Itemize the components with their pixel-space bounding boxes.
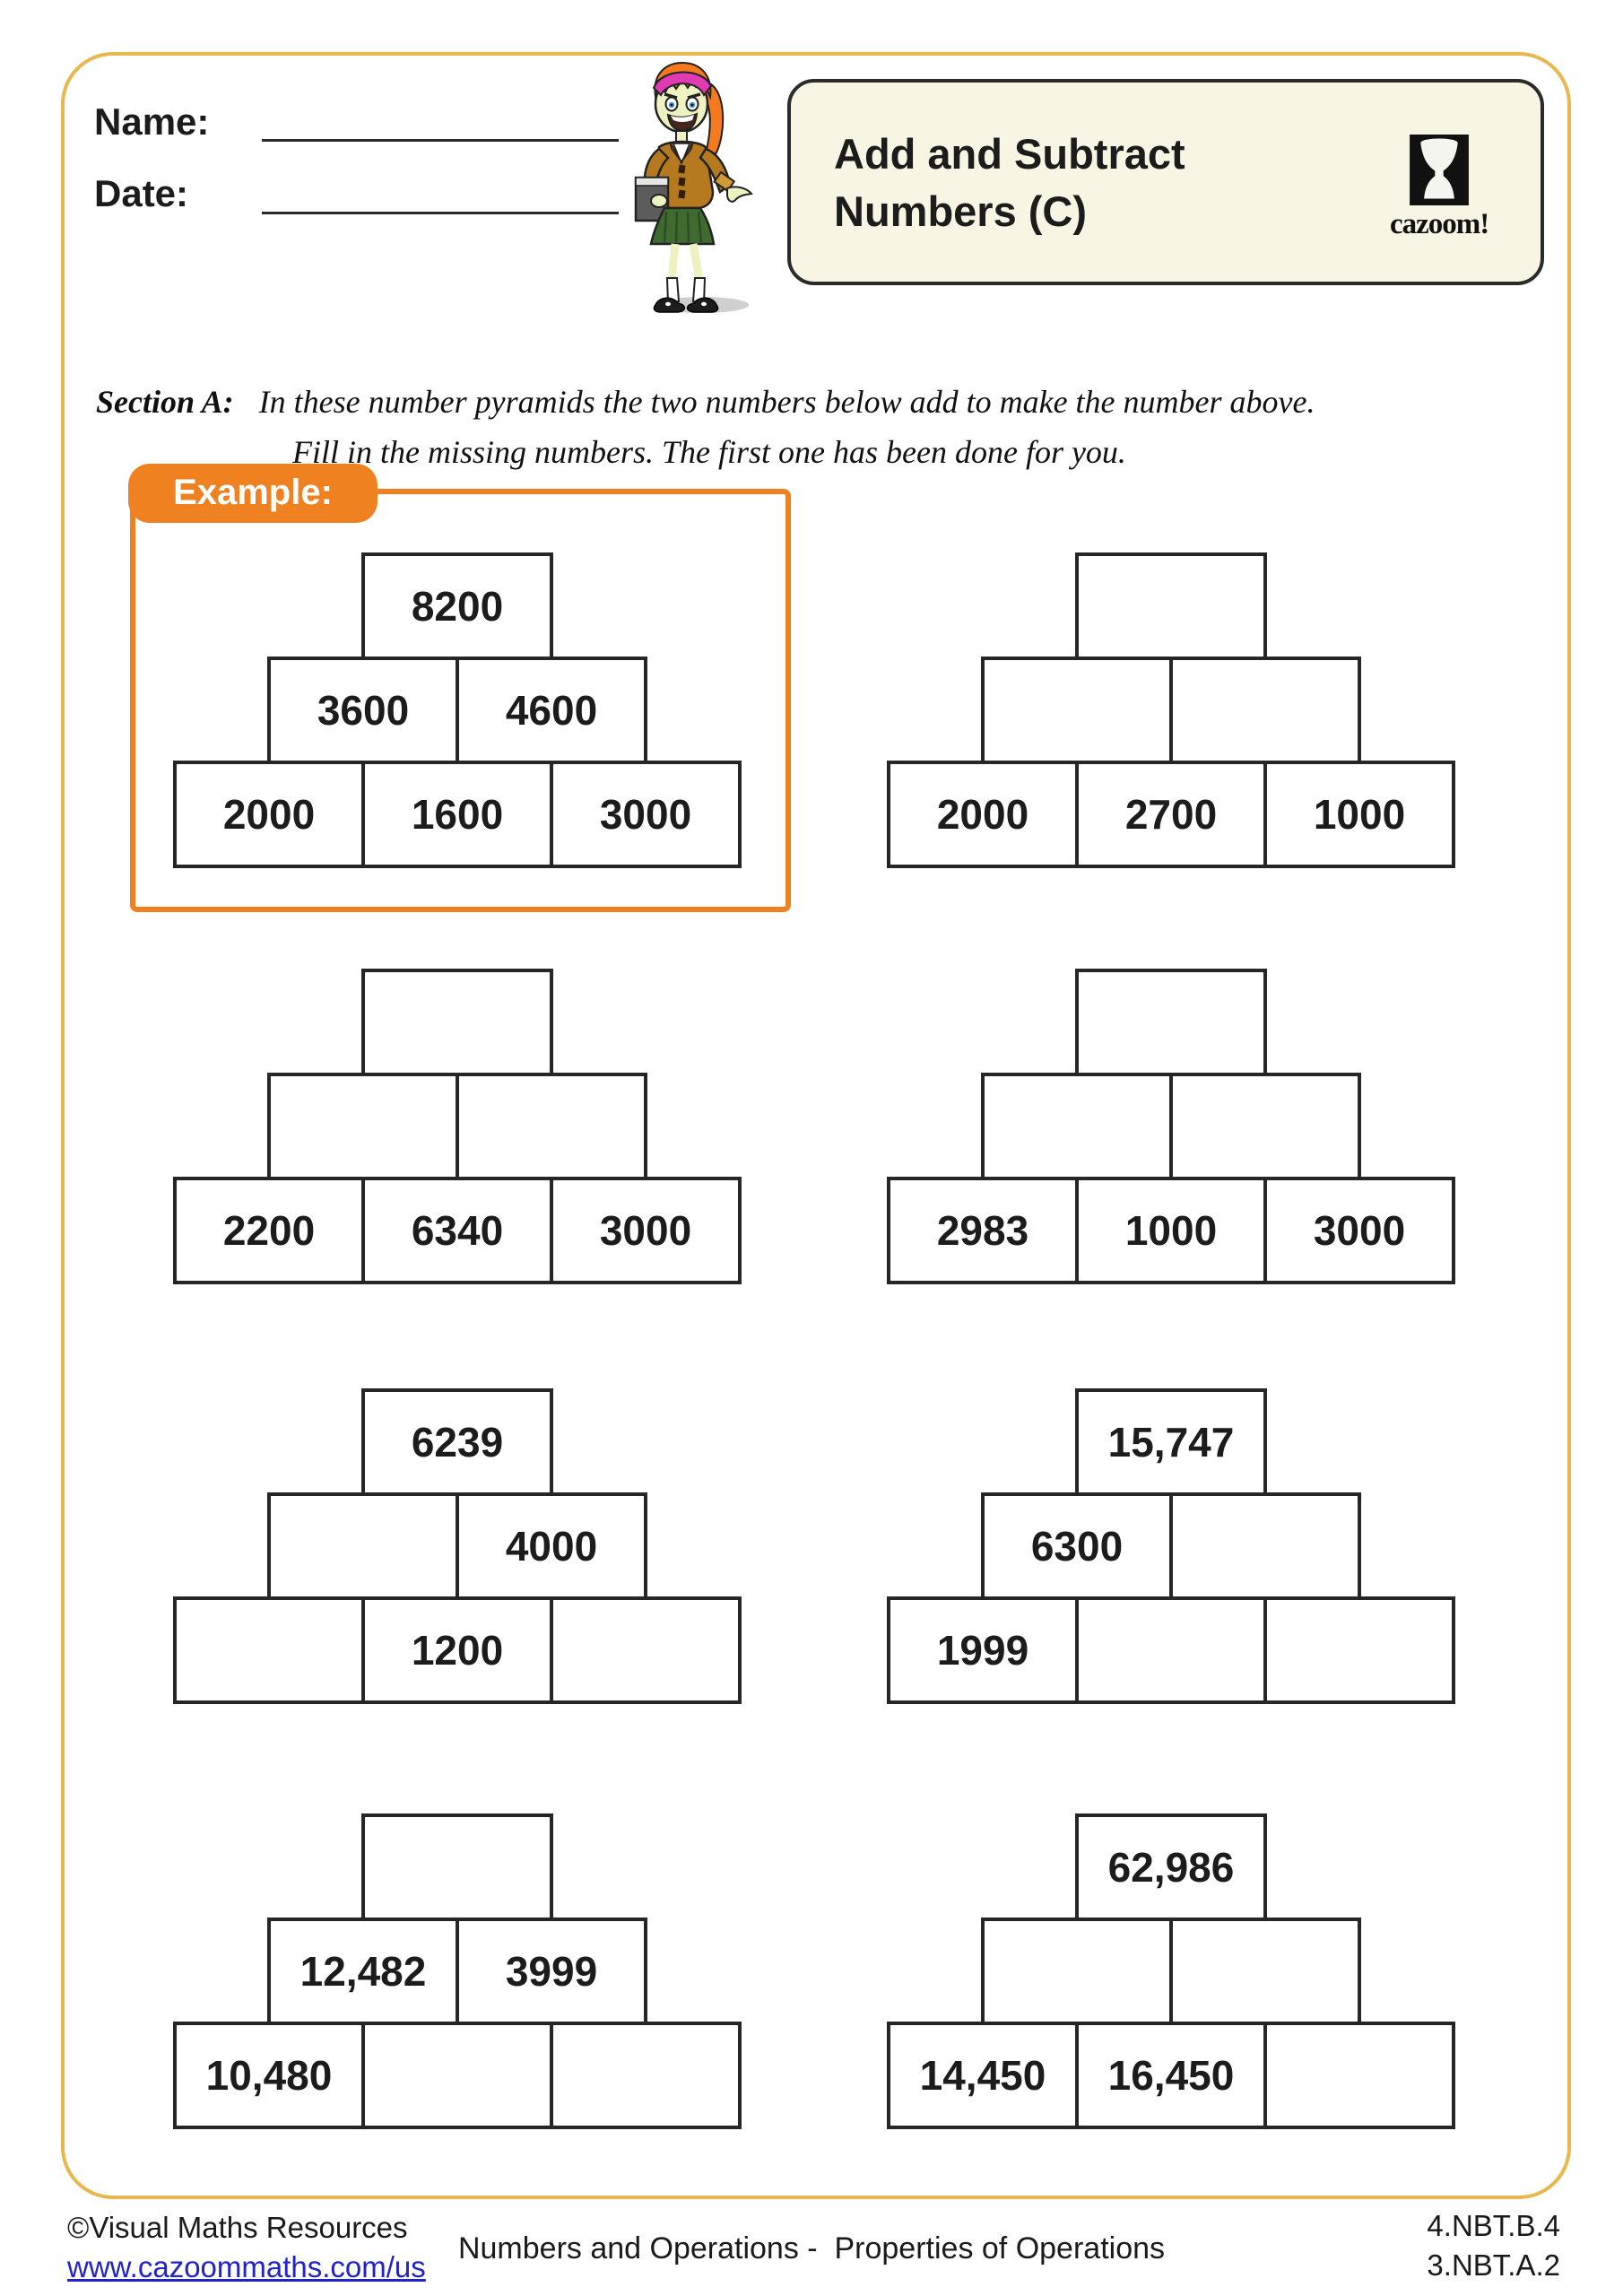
- example-label: Example:: [128, 464, 378, 523]
- instruction-line-1: Section A:In these number pyramids the t…: [96, 384, 1315, 420]
- pyramid-5-cell-r3c1: 1999: [887, 1596, 1079, 1704]
- pyramid-3-cell-r2c1[interactable]: [981, 1073, 1173, 1180]
- pyramid-7-cell-r3c2: 16,450: [1075, 2022, 1267, 2129]
- pyramid-2-cell-r3c3: 3000: [550, 1177, 742, 1284]
- standard-code-2: 3.NBT.A.2: [1427, 2248, 1560, 2282]
- date-label: Date:: [94, 172, 189, 214]
- name-label: Name:: [94, 100, 210, 143]
- footer-topic: Numbers and Operations - Properties of O…: [457, 2231, 1166, 2266]
- example-cell-r1c1: 8200: [361, 552, 553, 660]
- cazoom-drum-icon: [1410, 135, 1469, 205]
- pyramid-1-cell-r3c1: 2000: [887, 761, 1079, 868]
- pyramid-4-cell-r3c2: 1200: [361, 1596, 553, 1704]
- pyramid-3-cell-r2c2[interactable]: [1169, 1073, 1361, 1180]
- example-cell-r2c2: 4600: [456, 657, 647, 764]
- pyramid-4-cell-r3c3[interactable]: [550, 1596, 742, 1704]
- pyramid-5-cell-r2c2[interactable]: [1169, 1492, 1361, 1600]
- title-box: Add and Subtract Numbers (C) cazoom!: [787, 79, 1544, 285]
- pyramid-1-cell-r3c2: 2700: [1075, 761, 1267, 868]
- pyramid-2-cell-r2c2[interactable]: [456, 1073, 647, 1180]
- pyramid-7-cell-r1c1: 62,986: [1075, 1813, 1267, 1921]
- pyramid-3-cell-r3c1: 2983: [887, 1177, 1079, 1284]
- pyramid-2-cell-r3c1: 2200: [173, 1177, 365, 1284]
- pyramid-7-cell-r2c1[interactable]: [981, 1918, 1173, 2025]
- copyright-text: ©Visual Maths Resources: [67, 2211, 408, 2244]
- example-cell-r3c2: 1600: [361, 761, 553, 868]
- pyramid-7-cell-r3c3[interactable]: [1263, 2022, 1455, 2129]
- girl-cartoon-illustration: [621, 57, 758, 320]
- section-a-label: Section A:: [96, 384, 234, 420]
- example-cell-r3c1: 2000: [173, 761, 365, 868]
- pyramid-6-cell-r2c2: 3999: [456, 1918, 647, 2025]
- page-border: [61, 52, 1571, 2199]
- standard-code-1: 4.NBT.B.4: [1427, 2209, 1560, 2242]
- girl-cartoon-svg: [634, 61, 753, 313]
- example-cell-r2c1: 3600: [267, 657, 459, 764]
- pyramid-3-cell-r1c1[interactable]: [1075, 969, 1267, 1076]
- pyramid-5-cell-r1c1: 15,747: [1075, 1388, 1267, 1496]
- pyramid-3-cell-r3c3: 3000: [1263, 1177, 1455, 1284]
- footer-standards: 4.NBT.B.4 3.NBT.A.2: [1427, 2206, 1560, 2285]
- pyramid-3-cell-r3c2: 1000: [1075, 1177, 1267, 1284]
- pyramid-1-cell-r3c3: 1000: [1263, 761, 1455, 868]
- example-cell-r3c3: 3000: [550, 761, 742, 868]
- example-frame: [130, 489, 791, 912]
- pyramid-6-cell-r2c1: 12,482: [267, 1918, 459, 2025]
- date-field-line[interactable]: [262, 212, 619, 214]
- pyramid-5-cell-r3c3[interactable]: [1263, 1596, 1455, 1704]
- pyramid-6-cell-r1c1[interactable]: [361, 1813, 553, 1921]
- section-a-instructions: Section A:In these number pyramids the t…: [96, 377, 1531, 477]
- worksheet-title: Add and Subtract Numbers (C): [834, 126, 1185, 240]
- cazoom-logo: cazoom!: [1390, 135, 1489, 241]
- pyramid-2-cell-r2c1[interactable]: [267, 1073, 459, 1180]
- website-link[interactable]: www.cazoommaths.com/us: [67, 2250, 426, 2283]
- pyramid-6-cell-r3c1: 10,480: [173, 2022, 365, 2129]
- name-field-line[interactable]: [262, 139, 619, 142]
- pyramid-5-cell-r3c2[interactable]: [1075, 1596, 1267, 1704]
- title-line-1: Add and Subtract: [834, 130, 1185, 178]
- cazoom-logo-word: cazoom!: [1390, 208, 1489, 240]
- pyramid-6-cell-r3c2[interactable]: [361, 2022, 553, 2129]
- pyramid-1-cell-r2c2[interactable]: [1169, 657, 1361, 764]
- pyramid-4-cell-r2c1[interactable]: [267, 1492, 459, 1600]
- footer-left: ©Visual Maths Resources www.cazoommaths.…: [67, 2208, 426, 2287]
- pyramid-5-cell-r2c1: 6300: [981, 1492, 1173, 1600]
- pyramid-2-cell-r1c1[interactable]: [361, 969, 553, 1076]
- pyramid-2-cell-r3c2: 6340: [361, 1177, 553, 1284]
- pyramid-6-cell-r3c3[interactable]: [550, 2022, 742, 2129]
- pyramid-4-cell-r2c2: 4000: [456, 1492, 647, 1600]
- pyramid-1-cell-r2c1[interactable]: [981, 657, 1173, 764]
- pyramid-4-cell-r1c1: 6239: [361, 1388, 553, 1496]
- instruction-line-2: Fill in the missing numbers. The first o…: [292, 434, 1126, 470]
- pyramid-7-cell-r2c2[interactable]: [1169, 1918, 1361, 2025]
- pyramid-7-cell-r3c1: 14,450: [887, 2022, 1079, 2129]
- title-line-2: Numbers (C): [834, 187, 1088, 235]
- pyramid-1-cell-r1c1[interactable]: [1075, 552, 1267, 660]
- pyramid-4-cell-r3c1[interactable]: [173, 1596, 365, 1704]
